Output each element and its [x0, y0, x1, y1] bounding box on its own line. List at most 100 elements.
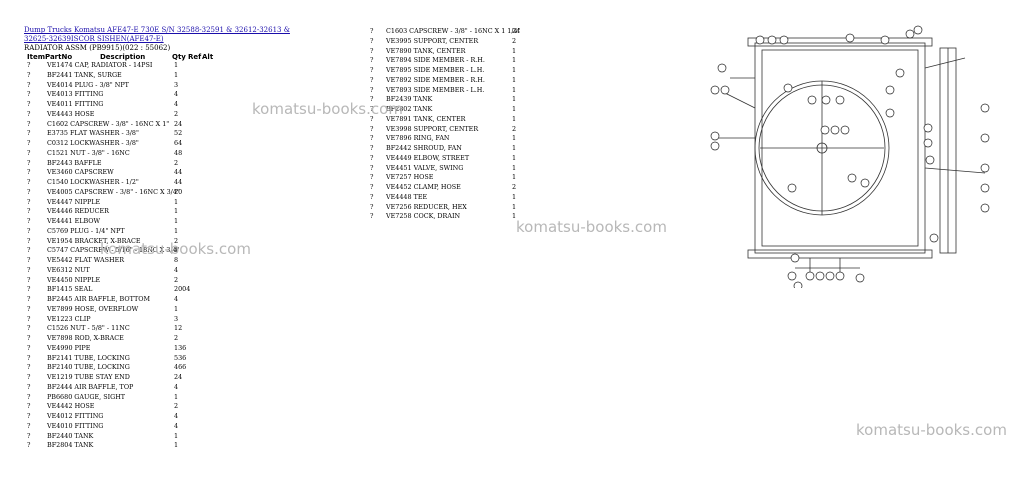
row-item: ? [370, 163, 374, 172]
callout-bubble [923, 123, 933, 133]
row-part: VE3998 SUPPORT, CENTER [386, 124, 479, 133]
callout-bubble [980, 183, 990, 193]
row-part: VE4443 HOSE [47, 109, 95, 118]
row-part: VE4452 CLAMP, HOSE [386, 183, 461, 191]
table-row: ?E3735 FLAT WASHER - 3/8"52 [27, 129, 227, 139]
callout-bubble [779, 35, 789, 45]
callout-bubble [913, 25, 923, 35]
row-part: PB6680 GAUGE, SIGHT [47, 392, 126, 401]
callout-bubble [767, 35, 777, 45]
row-qty: 1 [174, 441, 179, 450]
row-qty: 1 [512, 95, 517, 104]
row-item: ? [370, 75, 374, 84]
row-item: ? [27, 363, 31, 372]
callout-bubble [783, 83, 793, 93]
row-part: BF2444 AIR BAFFLE, TOP [47, 382, 134, 391]
row-qty: 1 [512, 134, 517, 143]
row-qty: 1 [512, 114, 517, 123]
row-part: C1540 LOCKWASHER - 1/2" [47, 178, 139, 186]
table-row: ? VE7892 SIDE MEMBER - R.H. 1 [370, 76, 530, 86]
row-part: VE4011 FITTING [47, 100, 104, 108]
row-qty: 2 [174, 236, 179, 245]
row-item: ? [27, 197, 31, 206]
row-qty: 44 [174, 178, 183, 186]
row-qty: 44 [174, 168, 183, 177]
callout-bubble [929, 233, 939, 243]
row-item: ? [370, 124, 374, 133]
row-qty: 2004 [174, 285, 191, 294]
row-qty: 536 [174, 353, 187, 362]
row-qty: 1 [174, 207, 179, 216]
table-row: ?VE7895 SIDE MEMBER - L.H.1 [370, 66, 530, 76]
row-part: VE7892 SIDE MEMBER - R.H. [386, 75, 485, 84]
callout-bubble [885, 108, 895, 118]
callout-bubble [710, 141, 720, 151]
callout-bubble [710, 131, 720, 141]
row-item: ? [370, 95, 374, 104]
callout-bubble [980, 133, 990, 143]
row-part: VE4449 ELBOW, STREET [386, 153, 470, 162]
breadcrumb-link[interactable]: Dump Trucks Komatsu AFE47-E 730E S/N 325… [24, 26, 290, 43]
row-item: ? [27, 441, 31, 450]
row-item: ? [27, 265, 31, 274]
callout-bubble [787, 271, 797, 281]
row-item: ? [370, 153, 374, 162]
row-item: ? [27, 353, 31, 362]
row-qty: 2 [174, 402, 179, 411]
row-item: ? [27, 373, 31, 381]
callout-bubble [793, 281, 803, 288]
callout-bubble [835, 271, 845, 281]
row-qty: 8 [174, 256, 179, 264]
callout-bubble [805, 271, 815, 281]
callout-bubble [847, 173, 857, 183]
row-qty: 12 [174, 324, 183, 333]
row-qty: 4 [174, 421, 179, 430]
row-item: ? [27, 158, 31, 167]
row-qty: 2 [512, 183, 517, 191]
row-item: ? [370, 183, 374, 191]
row-qty: 24 [512, 27, 521, 35]
row-item: ? [27, 402, 31, 411]
row-part: BF2802 TANK [386, 105, 433, 113]
row-part: VE7893 SIDE MEMBER - L.H. [386, 85, 485, 94]
row-item: ? [27, 334, 31, 342]
callout-bubble [980, 103, 990, 113]
row-part: BF1415 SEAL [47, 285, 93, 294]
row-item: ? [27, 80, 31, 89]
table-row: ?C1603 CAPSCREW - 3/8" - 16NC X 1 1/4"24 [370, 27, 530, 37]
row-item: ? [27, 275, 31, 284]
row-qty: 24 [174, 119, 183, 128]
callout-bubble [880, 35, 890, 45]
callout-bubble [845, 33, 855, 43]
row-qty: 2 [174, 275, 179, 284]
row-item: ? [27, 207, 31, 216]
row-qty: 1 [174, 217, 179, 225]
row-qty: 1 [512, 75, 517, 84]
callout-bubble [825, 271, 835, 281]
row-qty: 4 [174, 90, 179, 99]
row-item: ? [27, 187, 31, 196]
row-item: ? [370, 192, 374, 201]
row-part: VE7899 HOSE, OVERFLOW [47, 304, 139, 313]
callout-bubble [925, 155, 935, 165]
row-part: VE7258 COCK, DRAIN [386, 212, 461, 221]
callout-bubble [720, 85, 730, 95]
row-part: VE4450 NIPPLE [47, 275, 101, 284]
table-row: ? VE4452 CLAMP, HOSE 2 [370, 183, 530, 193]
row-item: ? [370, 202, 374, 211]
callout-bubble [923, 138, 933, 148]
